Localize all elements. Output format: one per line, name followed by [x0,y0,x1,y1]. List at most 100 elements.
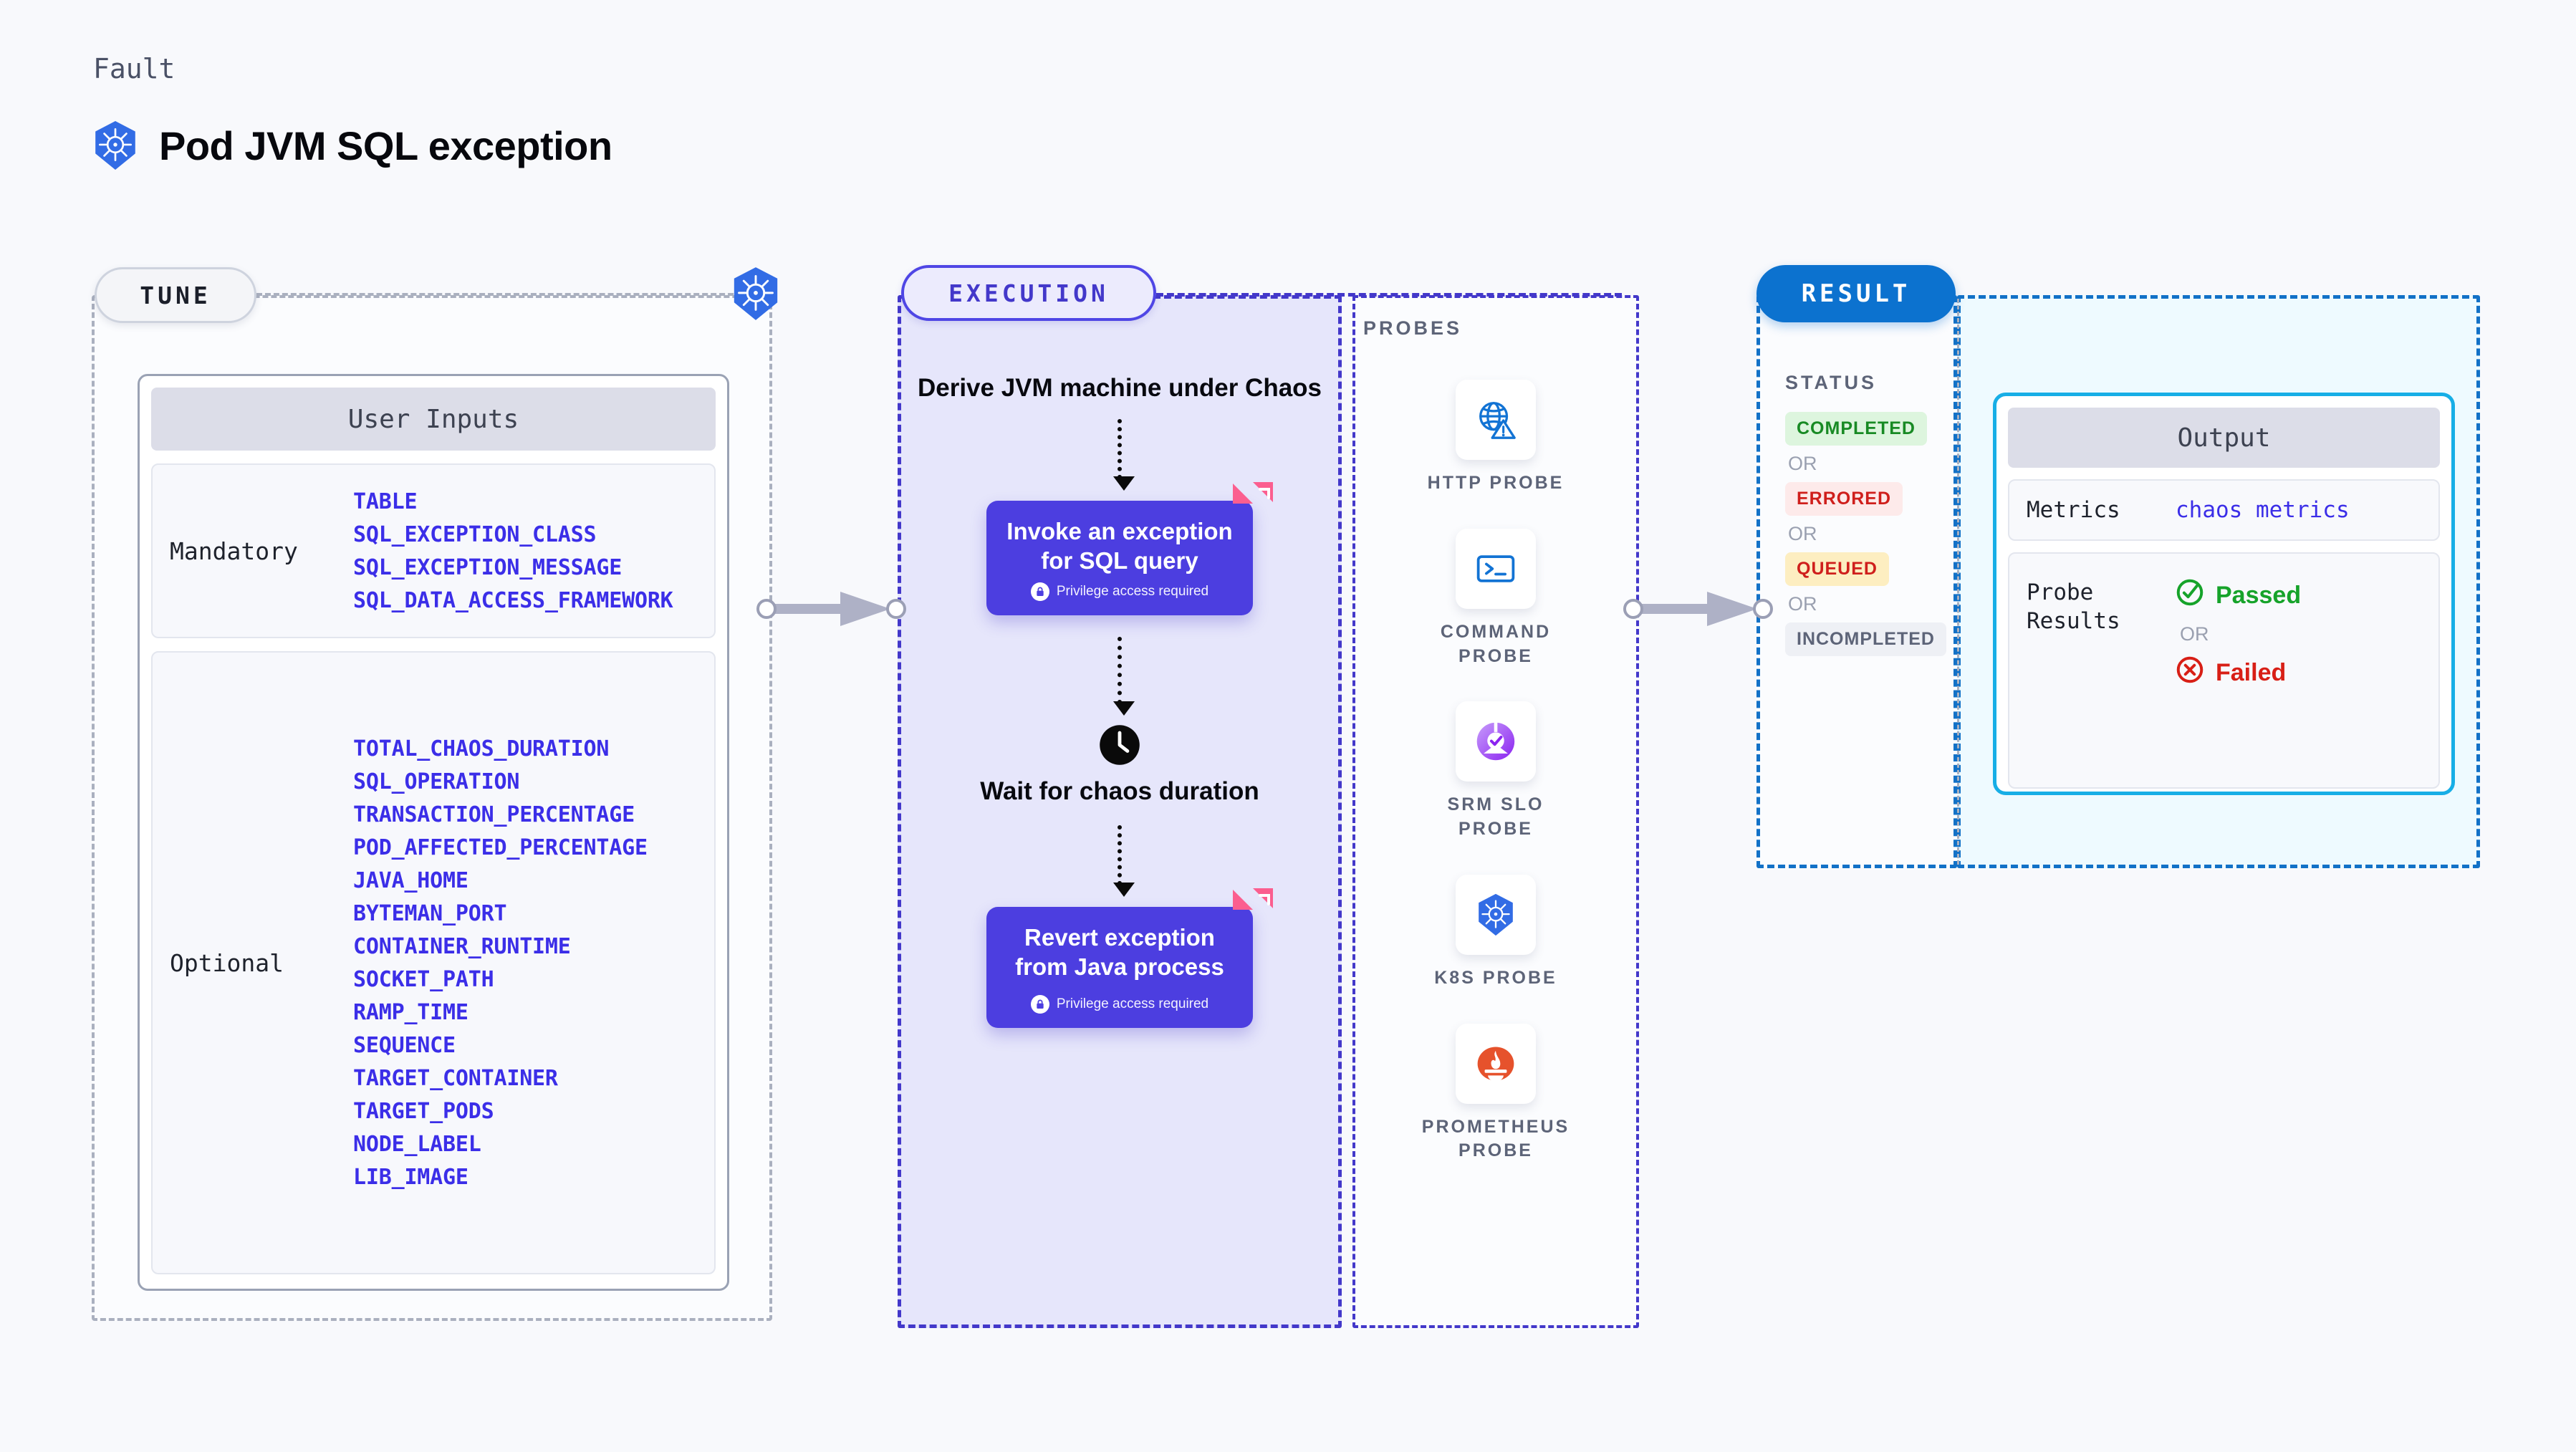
probe-label: PROMETHEUS PROBE [1421,1116,1570,1161]
metrics-label: Metrics [2027,496,2120,523]
list-item[interactable]: SQL_OPERATION [353,769,520,794]
list-item[interactable]: RAMP_TIME [353,999,468,1025]
list-item[interactable]: SQL_EXCEPTION_MESSAGE [353,554,623,580]
action-revert-exception[interactable]: Revert exception from Java process Privi… [986,888,1273,1028]
status-badge: INCOMPLETED [1785,622,1946,656]
output-probe-results-row: Probe Results Passed OR [2008,552,2440,789]
probe-label: SRM SLO PROBE [1447,794,1544,839]
lock-icon [1030,994,1049,1014]
status-section-label: STATUS [1785,372,1877,393]
mandatory-items-list: TABLE SQL_EXCEPTION_CLASS SQL_EXCEPTION_… [353,489,673,613]
metrics-value[interactable]: chaos metrics [2176,497,2350,523]
fault-eyebrow-label: Fault [93,53,176,85]
status-list: COMPLETED OR ERRORED OR QUEUED OR INCOMP… [1785,412,1950,656]
probe-label: K8S PROBE [1434,967,1557,988]
flow-arrow-down-icon [1113,418,1135,491]
status-badge: ERRORED [1785,482,1903,516]
failed-label: Failed [2216,659,2287,686]
wait-step: Wait for chaos duration [898,724,1342,808]
lock-icon [1030,582,1049,602]
chaos-flag-icon [1233,481,1274,522]
action-title: Revert exception from Java process [1015,924,1224,981]
probe-item-srm-slo[interactable]: SRM SLO PROBE [1421,701,1571,842]
result-pill-label: RESULT [1756,265,1956,322]
optional-items-list: TOTAL_CHAOS_DURATION SQL_OPERATION TRANS… [353,736,648,1190]
connector-tune-to-execution [756,592,906,626]
tune-dashed-connector [256,293,751,296]
or-separator: OR [1788,453,1817,474]
list-item[interactable]: POD_AFFECTED_PERCENTAGE [353,835,648,860]
probe-item-k8s[interactable]: K8S PROBE [1434,874,1557,991]
probes-list: HTTP PROBE COMMAND PROBE [1352,380,1639,1163]
mandatory-group-label: Mandatory [170,537,298,565]
list-item[interactable]: SOCKET_PATH [353,966,494,992]
probe-result-passed: Passed [2176,578,2301,613]
probes-panel [1352,295,1639,1328]
probe-item-prometheus[interactable]: PROMETHEUS PROBE [1421,1023,1571,1164]
prometheus-icon [1456,1023,1536,1104]
action-note-row: Privilege access required [999,582,1240,602]
mandatory-inputs-group: Mandatory TABLE SQL_EXCEPTION_CLASS SQL_… [151,463,716,638]
execution-flow: Derive JVM machine under Chaos Invoke an… [898,372,1342,1028]
user-inputs-card: User Inputs Mandatory TABLE SQL_EXCEPTIO… [138,374,729,1291]
action-note-text: Privilege access required [1056,996,1209,1011]
or-separator: OR [2180,623,2209,645]
x-circle-icon [2176,655,2204,691]
output-card: Output Metrics chaos metrics Probe Resul… [1993,393,2455,795]
flow-step-wait-chaos: Wait for chaos duration [980,777,1259,806]
probe-label: HTTP PROBE [1427,473,1565,493]
list-item[interactable]: TRANSACTION_PERCENTAGE [353,802,635,827]
probe-result-failed: Failed [2176,655,2301,691]
list-item[interactable]: NODE_LABEL [353,1131,481,1157]
globe-warning-icon [1455,380,1536,460]
action-invoke-exception[interactable]: Invoke an exception for SQL query Privil… [986,481,1273,616]
action-title: Invoke an exception for SQL query [1006,517,1233,574]
list-item[interactable]: TARGET_CONTAINER [353,1065,558,1091]
page-title: Pod JVM SQL exception [159,122,612,168]
execution-dashed-connector [1156,293,1622,297]
result-panel-divider [1957,299,1959,865]
status-badge: COMPLETED [1785,412,1927,446]
connector-execution-to-result [1623,592,1773,626]
kubernetes-icon [1455,874,1536,955]
list-item[interactable]: LIB_IMAGE [353,1164,468,1190]
probe-results-stack: Passed OR Failed [2176,578,2301,691]
list-item[interactable]: SEQUENCE [353,1032,456,1058]
flow-arrow-down-icon [1113,637,1135,716]
status-badge: QUEUED [1785,552,1889,586]
optional-group-label: Optional [170,948,284,977]
probes-section-label: PROBES [1363,317,1463,339]
probe-label: COMMAND PROBE [1440,621,1552,666]
optional-inputs-group: Optional TOTAL_CHAOS_DURATION SQL_OPERAT… [151,651,716,1274]
page-title-row: Pod JVM SQL exception [92,120,612,170]
or-separator: OR [1788,523,1817,544]
action-note-row: Privilege access required [999,994,1240,1014]
list-item[interactable]: SQL_DATA_ACCESS_FRAMEWORK [353,587,673,613]
kubernetes-icon [729,266,783,321]
flow-arrow-down-icon [1113,825,1135,898]
probe-item-http[interactable]: HTTP PROBE [1428,380,1565,496]
passed-label: Passed [2216,582,2302,609]
execution-pill-label: EXECUTION [901,265,1156,321]
check-circle-icon [2176,578,2204,613]
list-item[interactable]: CONTAINER_RUNTIME [353,933,571,959]
list-item[interactable]: BYTEMAN_PORT [353,900,507,926]
list-item[interactable]: TOTAL_CHAOS_DURATION [353,736,610,761]
flow-step-derive-jvm: Derive JVM machine under Chaos [917,374,1322,402]
list-item[interactable]: SQL_EXCEPTION_CLASS [353,521,597,547]
probe-results-label: Probe Results [2027,580,2120,635]
list-item[interactable]: TARGET_PODS [353,1098,494,1124]
probe-item-command[interactable]: COMMAND PROBE [1421,528,1571,669]
output-header: Output [2008,408,2440,468]
output-metrics-row: Metrics chaos metrics [2008,479,2440,541]
clock-icon [898,724,1342,766]
list-item[interactable]: JAVA_HOME [353,867,468,893]
action-note-text: Privilege access required [1056,584,1209,600]
chaos-flag-icon [1233,887,1274,928]
tune-pill-label: TUNE [95,267,256,323]
user-inputs-header: User Inputs [151,388,716,451]
terminal-icon [1456,528,1536,609]
list-item[interactable]: TABLE [353,489,418,514]
or-separator: OR [1788,593,1817,615]
kubernetes-icon [92,120,139,170]
